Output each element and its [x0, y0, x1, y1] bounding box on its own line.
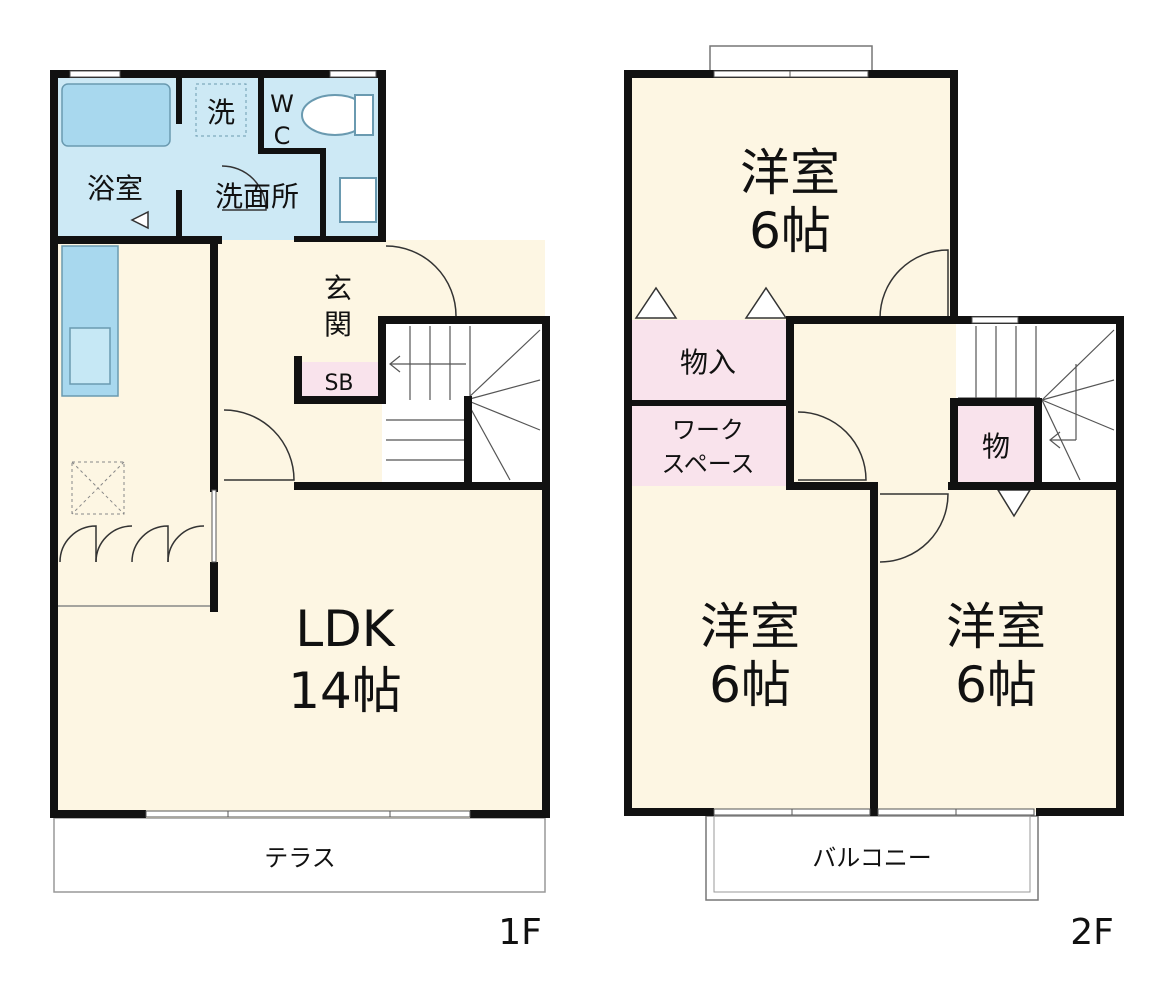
floor-2: 洋室 6帖 物入 ワーク スペース 物 洋室 6帖 洋室 6帖 バルコニー 2F: [624, 45, 1124, 953]
bay-window: [709, 45, 873, 73]
wc-label-w: W: [270, 90, 294, 118]
entrance-label-2: 関: [324, 308, 352, 341]
workspace-label-2: スペース: [661, 450, 754, 478]
balcony: [705, 815, 1039, 901]
windows-1f: [69, 70, 471, 818]
stairs-1f: [386, 326, 541, 481]
wc-label-c: C: [274, 122, 291, 150]
door-swings-2f: [634, 249, 1032, 563]
se-room-size-label: 6帖: [955, 656, 1037, 714]
toilet-tank: [354, 94, 374, 136]
stair-area-1f: [382, 320, 545, 486]
closet-label: 物入: [680, 346, 736, 379]
se-room-label: 洋室: [946, 598, 1046, 656]
door-swings-1f: [130, 165, 457, 481]
shoe-box-label: SB: [324, 371, 353, 396]
ldk-label: LDK: [295, 600, 395, 658]
north-room-label: 洋室: [740, 144, 840, 202]
walls-1f: [50, 70, 550, 818]
fridge-space: [71, 461, 125, 515]
shoe-box: [300, 362, 378, 398]
entrance-label-1: 玄: [324, 272, 352, 305]
sw-room-area: [628, 486, 874, 812]
bath-label: 浴室: [87, 172, 143, 205]
floor-1-label: 1F: [498, 912, 542, 953]
north-room-area: [628, 74, 954, 320]
kitchen-sink: [69, 327, 111, 385]
washer-space: [195, 83, 247, 137]
floor-1: 浴室 洗 W C 洗面所 玄 関 SB LDK 14帖 テラス 1F: [50, 70, 550, 953]
bathtub: [61, 83, 171, 147]
sw-room-size-label: 6帖: [709, 656, 791, 714]
balcony-label: バルコニー: [812, 844, 932, 872]
storage-label: 物: [982, 430, 1010, 463]
closet-area: [628, 320, 788, 404]
ldk-size-label: 14帖: [288, 662, 402, 720]
workspace-area: [628, 404, 788, 486]
terrace-label: テラス: [264, 844, 336, 872]
washroom-label: 洗面所: [215, 180, 299, 213]
windows-2f: [713, 70, 1035, 816]
washer-label: 洗: [207, 96, 235, 129]
terrace: [53, 817, 546, 893]
storage-area: [956, 404, 1038, 486]
cupboard-doors: [59, 525, 205, 563]
sw-room-label: 洋室: [700, 598, 800, 656]
floor-2-label: 2F: [1070, 912, 1114, 953]
wash-basin: [339, 177, 377, 223]
workspace-label-1: ワーク: [672, 416, 744, 444]
north-room-size-label: 6帖: [749, 202, 831, 260]
se-room-area: [874, 486, 1120, 812]
